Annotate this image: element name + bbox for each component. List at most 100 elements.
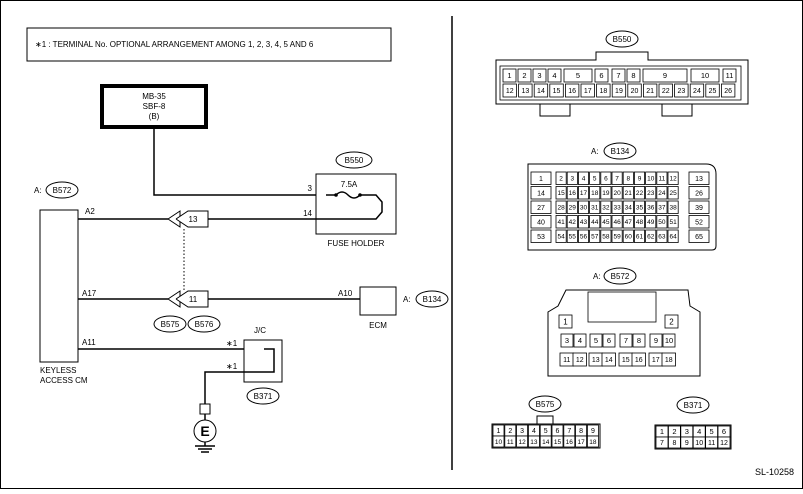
b550-pin-22-cell: [658, 83, 673, 98]
b134-pin-2-label: 2: [559, 176, 563, 183]
b550-pin-21-label: 21: [646, 88, 654, 95]
b134-pin-49-cell: [645, 215, 657, 229]
b572-pin-6-label: 6: [607, 336, 611, 345]
b134-pin-10-label: 10: [647, 176, 655, 183]
b134-pin-32-label: 32: [602, 205, 610, 212]
b575-pin-3-label: 3: [520, 428, 524, 435]
b550-pin-23-cell: [674, 83, 689, 98]
note-box: [26, 27, 392, 62]
fuse-pin-out: 14: [303, 209, 312, 218]
keyless-connector-prefix: A:: [34, 186, 42, 195]
b134-pin-53-cell: [530, 229, 552, 243]
b371-pin-5-label: 5: [710, 427, 714, 436]
b572-pin-9-cell: [649, 333, 663, 348]
b572-pin-13-label: 13: [592, 357, 600, 364]
b572-pin-7-cell: [619, 333, 633, 348]
joint-connector-right: B576: [195, 320, 214, 329]
b550-pin-2-cell: [517, 68, 532, 83]
b371-pin-7-cell: [655, 436, 669, 449]
b371-pin-11-label: 11: [708, 440, 715, 447]
b134-pin-51-label: 51: [669, 219, 677, 226]
b134-pin-33-cell: [611, 200, 623, 214]
b134-pin-17-label: 17: [580, 190, 588, 197]
b550-pin-26-cell: [721, 83, 736, 98]
b575-pin-16-label: 16: [566, 439, 574, 446]
jc-star-bottom: ∗1: [226, 362, 238, 371]
b550-pin-18-label: 18: [599, 88, 607, 95]
b572-pin-8-label: 8: [637, 336, 641, 345]
b134-pin-44-label: 44: [591, 219, 599, 226]
keyless-cm-box: [39, 209, 79, 363]
b134-pin-10-cell: [645, 171, 657, 185]
b550-pin-14-label: 14: [537, 88, 545, 95]
jc-box: [243, 339, 283, 383]
b572-pin-5-cell: [589, 333, 603, 348]
b134-pin-21-label: 21: [625, 190, 633, 197]
b134-pin-43-cell: [578, 215, 590, 229]
b550-pin-9-cell: [642, 68, 688, 83]
b572-pin-12-label: 12: [576, 357, 584, 364]
b134-pin-1-label: 1: [539, 176, 543, 183]
ground-terminal: [199, 403, 211, 415]
keyless-connector-badge: [45, 181, 79, 199]
b134-pin-39-cell: [688, 200, 710, 214]
b575-pin-13-cell: [528, 435, 540, 448]
b550-pin-4-label: 4: [552, 71, 556, 80]
fuse-holder: B550 7.5A 3 14 FUSE HOLDER: [303, 151, 397, 248]
b550-pin-15-label: 15: [553, 88, 561, 95]
b134-pin-24-cell: [656, 186, 668, 200]
b134-pin-5-label: 5: [593, 176, 597, 183]
b550-pin-19-label: 19: [615, 88, 623, 95]
keyless-access-cm: A: B572 KEYLESS ACCESS CM A2 A17 A11: [34, 181, 97, 385]
b134-pin-58-cell: [600, 229, 612, 243]
keyless-pin-a11: A11: [82, 338, 96, 347]
diagram-code: SL-10258: [755, 467, 794, 477]
b134-pin-18-cell: [589, 186, 601, 200]
keyless-pin-a17: A17: [82, 289, 97, 298]
b371-pin-6-label: 6: [722, 427, 726, 436]
b134-pin-23-cell: [645, 186, 657, 200]
jc-connector-badge: [246, 387, 280, 405]
b575-pin-15-label: 15: [554, 439, 562, 446]
b134-pin-42-label: 42: [569, 219, 577, 226]
b134-pin-63-cell: [656, 229, 668, 243]
b134-pin-32-cell: [600, 200, 612, 214]
b550-title: B550: [613, 35, 632, 44]
b572-pin-1-cell: [558, 314, 573, 329]
b371-pin-2-label: 2: [672, 427, 676, 436]
b575-pin-8-label: 8: [579, 428, 583, 435]
b575-pin-13-label: 13: [530, 439, 538, 446]
b134-pin-56-label: 56: [580, 234, 588, 241]
b134-pin-22-cell: [634, 186, 646, 200]
b134-pin-25-label: 25: [669, 190, 677, 197]
b572-pin-4-label: 4: [578, 336, 582, 345]
b134-pin-22-label: 22: [636, 190, 644, 197]
b575-pin-10-label: 10: [495, 439, 503, 446]
joint-connector-jc: J/C ∗1 ∗1 B371: [226, 326, 283, 405]
b575-pin-4-label: 4: [532, 428, 536, 435]
b134-pin-36-cell: [645, 200, 657, 214]
b572-pin-11-label: 11: [563, 357, 570, 364]
ecm-pin: A10: [338, 289, 353, 298]
b134-pin-59-cell: [611, 229, 623, 243]
joint-pin-11: 11: [189, 295, 198, 304]
b575-pin-7-label: 7: [567, 428, 571, 435]
b550-pin-7-cell: [611, 68, 626, 83]
b550-pin-22-label: 22: [662, 88, 670, 95]
b550-pin-21-cell: [643, 83, 658, 98]
b134-pin-17-cell: [578, 186, 590, 200]
b134-pin-2-cell: [555, 171, 567, 185]
b134-pin-6-label: 6: [604, 176, 608, 183]
b134-pin-4-label: 4: [582, 176, 586, 183]
power-source-line2: SBF-8: [143, 102, 166, 111]
b550-pin-13-cell: [518, 83, 533, 98]
b134-pin-16-cell: [566, 186, 578, 200]
b550-pin-25-cell: [705, 83, 720, 98]
b550-pin-18-cell: [596, 83, 611, 98]
b134-pin-9-label: 9: [638, 176, 642, 183]
b550-pin-24-label: 24: [693, 88, 701, 95]
b572-prefix: A:: [593, 272, 601, 281]
b550-pin-1-cell: [502, 68, 517, 83]
b134-pin-24-label: 24: [658, 190, 666, 197]
